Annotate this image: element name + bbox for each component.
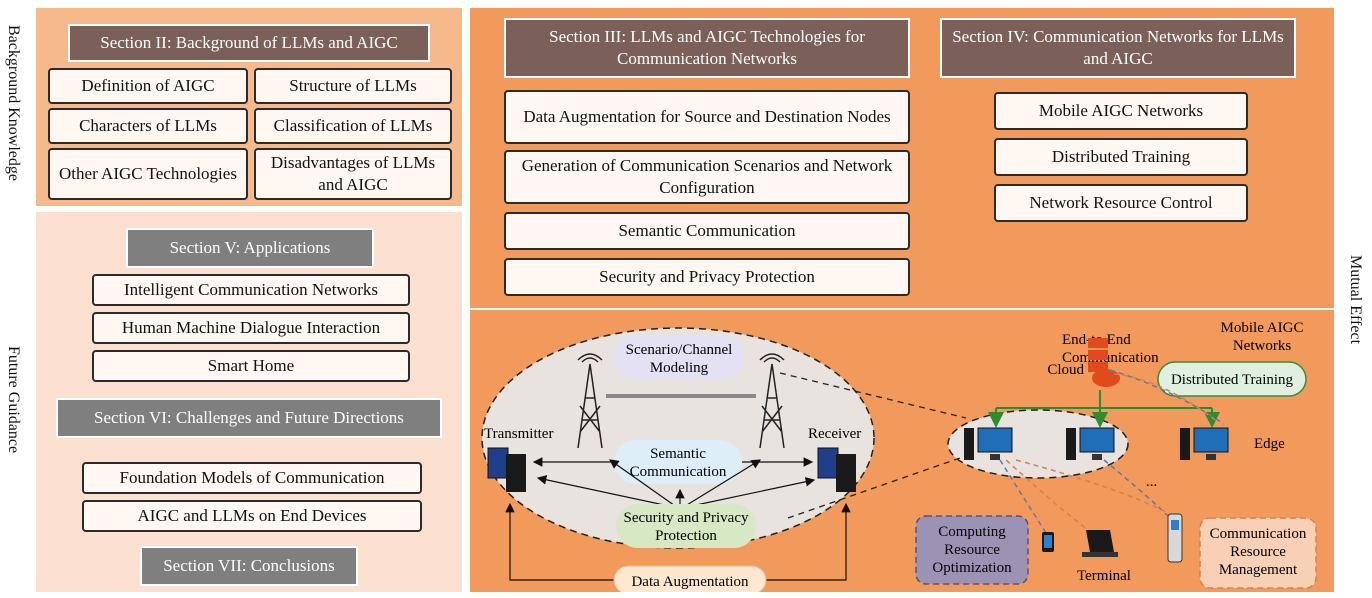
section-6-header: Section VI: Challenges and Future Direct… [56,398,442,438]
phone-icon [1042,532,1054,552]
kiosk-icon [1167,513,1183,563]
cloud-label: Cloud [1047,362,1084,378]
edge-computer-icon-3 [1180,427,1229,460]
receiver-label: Receiver [808,426,861,442]
security-label-line1: Security and Privacy [624,510,749,526]
section-5-header: Section V: Applications [126,228,374,268]
characters-of-llms-box: Characters of LLMs [48,108,248,144]
aigc-llms-end-devices-box: AIGC and LLMs on End Devices [82,500,422,532]
security-label-line2: Protection [655,528,717,544]
scenario-modeling-pill [614,336,744,380]
data-augmentation-box: Data Augmentation for Source and Destina… [504,90,910,144]
terminal-label: Terminal [1077,568,1131,584]
tower-icon-left [577,353,603,449]
cloud-server-icon [1088,338,1120,387]
computing-label-line1: Computing [938,524,1006,540]
comm-label-line1: Communication [1210,526,1307,542]
intelligent-communication-networks-box: Intelligent Communication Networks [92,274,410,306]
scenario-label-line2: Modeling [650,360,709,376]
edge-computer-icon-1 [964,427,1013,460]
e2e-label-line2: Communication [1062,350,1159,366]
foundation-models-box: Foundation Models of Communication [82,462,422,494]
semantic-communication-box: Semantic Communication [504,212,910,250]
future-guidance-label: Future Guidance [5,346,22,454]
disadvantages-box: Disadvantages of LLMs and AIGC [254,148,452,200]
edge-label: Edge [1254,436,1285,452]
semantic-label-line2: Communication [630,464,727,480]
background-knowledge-label: Background Knowledge [5,24,22,181]
mobile-label-line2: Networks [1233,338,1291,354]
data-augmentation-pill [613,565,767,592]
section-2-header: Section II: Background of LLMs and AIGC [68,24,430,62]
distributed-training-box: Distributed Training [994,138,1248,176]
comm-label-line2: Resource [1230,544,1286,560]
other-aigc-technologies-box: Other AIGC Technologies [48,148,248,200]
background-panel: Section II: Background of LLMs and AIGC … [36,8,462,206]
edge-computer-icon-2 [1066,427,1115,460]
ellipsis-label: ... [1146,474,1157,490]
generation-of-scenarios-box: Generation of Communication Scenarios an… [504,150,910,204]
classification-of-llms-box: Classification of LLMs [254,108,452,144]
tower-icon-right [759,353,785,449]
semantic-pill [614,440,742,484]
mobile-label-line1: Mobile AIGC [1221,320,1304,336]
distributed-training-label: Distributed Training [1171,372,1294,388]
transmitter-label: Transmitter [484,426,553,442]
section-4-header: Section IV: Communication Networks for L… [940,18,1296,78]
smart-home-box: Smart Home [92,350,410,382]
communication-resource-box [1199,517,1317,589]
comm-label-line3: Management [1219,562,1298,578]
human-machine-dialogue-box: Human Machine Dialogue Interaction [92,312,410,344]
network-illustration: End-to End Communication Scenario/Channe… [470,308,1334,592]
security-pill [616,504,756,548]
mutual-panel: Section III: LLMs and AIGC Technologies … [470,8,1334,592]
future-panel: Section V: Applications Intelligent Comm… [36,212,462,592]
section-3-header: Section III: LLMs and AIGC Technologies … [504,18,910,78]
mutual-effect-label: Mutual Effect [1347,255,1364,345]
scenario-label-line1: Scenario/Channel [626,342,733,358]
section-7-header: Section VII: Conclusions [140,546,358,586]
receiver-computer-icon [817,447,856,492]
computing-label-line2: Resource [944,542,1000,558]
network-resource-control-box: Network Resource Control [994,184,1248,222]
semantic-label-line1: Semantic [650,446,706,462]
data-augmentation-label: Data Augmentation [631,574,749,590]
laptop-icon [1082,530,1118,557]
security-privacy-box: Security and Privacy Protection [504,258,910,296]
distributed-training-pill [1157,361,1307,397]
structure-of-llms-box: Structure of LLMs [254,68,452,104]
definition-of-aigc-box: Definition of AIGC [48,68,248,104]
transmitter-computer-icon [487,447,526,492]
computing-resource-box [915,515,1029,585]
mobile-aigc-networks-box: Mobile AIGC Networks [994,92,1248,130]
computing-label-line3: Optimization [932,560,1012,576]
